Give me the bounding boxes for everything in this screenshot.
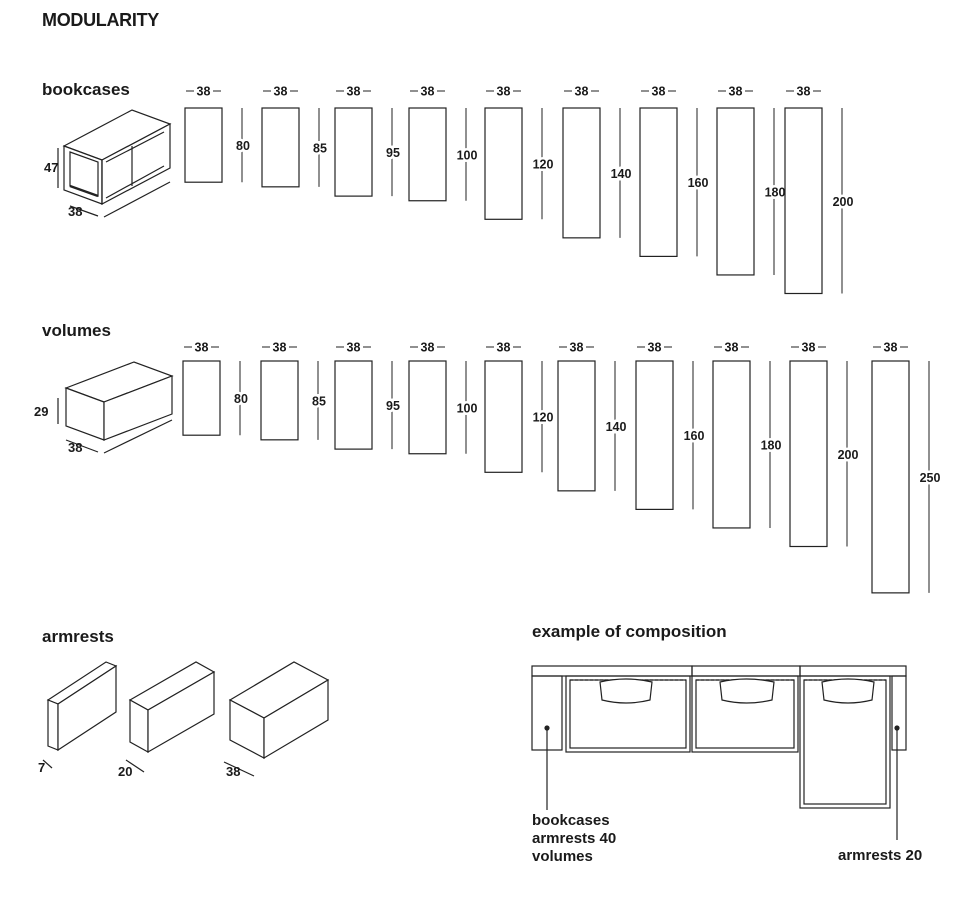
armrest-20	[125, 661, 216, 773]
bookcases-heading: bookcases	[42, 80, 130, 99]
volume-height-label-100: 100	[457, 401, 478, 415]
volume-height-label-160: 160	[684, 429, 705, 443]
bookcase-module-85	[261, 107, 300, 188]
composition-heading: example of composition	[532, 622, 727, 641]
callout-left-line: volumes	[532, 848, 593, 865]
bookcase-width-label: 38	[197, 85, 211, 99]
callout-left-list: bookcases armrests 40 volumes	[532, 812, 616, 866]
volume-width-label: 38	[273, 341, 287, 355]
bookcase-height-label-160: 160	[688, 176, 709, 190]
bookcase-module-95	[334, 107, 373, 197]
armrest-38	[223, 661, 330, 777]
volume-height-label-140: 140	[606, 420, 627, 434]
armrests-heading: armrests	[42, 627, 114, 646]
bookcase-height-label-80: 80	[236, 139, 250, 153]
volume-module-180	[712, 360, 751, 529]
volume-height-label-85: 85	[312, 394, 326, 408]
volume-module-250	[871, 360, 910, 594]
volume-module-200	[789, 360, 828, 548]
volume-width-label: 38	[347, 341, 361, 355]
cushion-icon	[599, 678, 653, 704]
bookcase-iso-height-label: 47	[44, 160, 58, 175]
bookcase-height-label-100: 100	[457, 148, 478, 162]
volume-width-label: 38	[421, 341, 435, 355]
armrest-depth-label-38: 38	[226, 764, 240, 779]
callout-left-line: bookcases	[532, 812, 610, 829]
volume-iso-depth-label: 38	[68, 440, 82, 455]
cushion-icon	[821, 678, 875, 704]
volume-height-label-80: 80	[234, 392, 248, 406]
bookcase-module-100	[408, 107, 447, 202]
bookcase-width-label: 38	[652, 85, 666, 99]
callout-left-line: armrests 40	[532, 830, 617, 847]
volume-height-label-250: 250	[920, 471, 941, 485]
volume-width-label: 38	[497, 341, 511, 355]
bookcase-height-label-140: 140	[611, 167, 632, 181]
bookcase-width-label: 38	[729, 85, 743, 99]
bookcase-height-label-85: 85	[313, 141, 327, 155]
volume-width-label: 38	[195, 341, 209, 355]
armrest-depth-label-20: 20	[118, 764, 132, 779]
bookcase-width-label: 38	[347, 85, 361, 99]
bookcase-width-label: 38	[274, 85, 288, 99]
volume-module-140	[557, 360, 596, 492]
volume-height-label-180: 180	[761, 438, 782, 452]
composition-plan	[531, 665, 907, 840]
volume-isometric	[57, 361, 174, 454]
volume-height-label-120: 120	[533, 411, 554, 425]
volume-width-label: 38	[725, 341, 739, 355]
volume-module-100	[408, 360, 447, 455]
volume-height-label-200: 200	[838, 448, 859, 462]
volume-height-label-95: 95	[386, 399, 400, 413]
volume-row: 38 80 38 85 38 95 38 100 38 120 38 140 38 160 38 180 38 2…	[182, 341, 943, 594]
volume-module-160	[635, 360, 674, 510]
callout-dot-left	[544, 725, 550, 731]
volumes-heading: volumes	[42, 321, 111, 340]
bookcase-width-label: 38	[575, 85, 589, 99]
bookcase-module-120	[484, 107, 523, 220]
bookcase-width-label: 38	[797, 85, 811, 99]
bookcase-height-label-120: 120	[533, 158, 554, 172]
callout-dot-right	[894, 725, 900, 731]
bookcase-width-label: 38	[421, 85, 435, 99]
callout-right-label: armrests 20	[838, 847, 923, 864]
bookcase-height-label-200: 200	[833, 195, 854, 209]
armrest-depth-label-7: 7	[38, 760, 45, 775]
bookcase-iso-depth-label: 38	[68, 204, 82, 219]
volume-module-80	[182, 360, 221, 436]
bookcase-row: 38 80 38 85 38 95 38 100 38 120 38 140 38 160 38 180 38 2…	[184, 85, 856, 295]
bookcase-isometric	[57, 109, 172, 218]
bookcase-module-180	[716, 107, 755, 276]
volume-module-120	[484, 360, 523, 473]
cushion-icon	[719, 678, 775, 704]
volume-iso-height-label: 29	[34, 404, 48, 419]
bookcase-height-label-180: 180	[765, 185, 786, 199]
volume-width-label: 38	[802, 341, 816, 355]
page-title: MODULARITY	[42, 10, 159, 30]
volume-module-85	[260, 360, 299, 441]
bookcase-module-200	[784, 107, 823, 295]
volume-width-label: 38	[884, 341, 898, 355]
volume-width-label: 38	[648, 341, 662, 355]
volume-width-label: 38	[570, 341, 584, 355]
armrest-7	[42, 661, 118, 769]
bookcase-module-80	[184, 107, 223, 183]
volume-module-95	[334, 360, 373, 450]
bookcase-module-160	[639, 107, 678, 257]
bookcase-width-label: 38	[497, 85, 511, 99]
bookcase-module-140	[562, 107, 601, 239]
bookcase-height-label-95: 95	[386, 146, 400, 160]
